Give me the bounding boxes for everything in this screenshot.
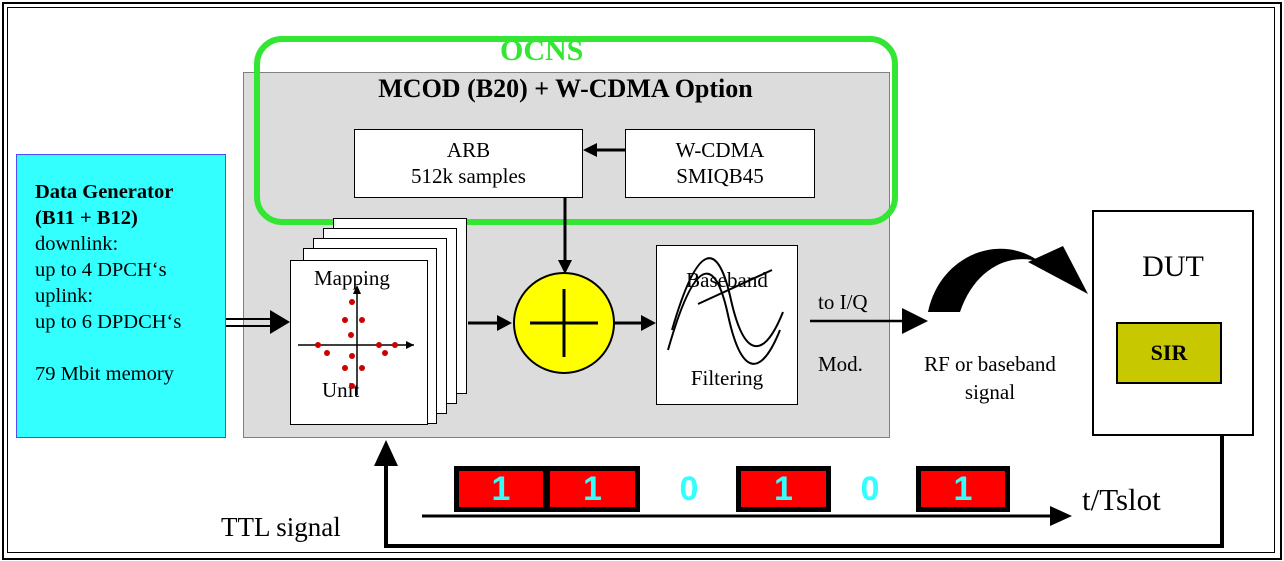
data-generator-box: Data Generator (B11 + B12) downlink: up …: [16, 154, 226, 438]
to-iq-label: to I/Q: [818, 290, 868, 314]
time-axis-arrow: [422, 506, 1072, 526]
data-generator-line: up to 6 DPDCH‘s: [35, 311, 182, 333]
data-generator-title: Data Generator: [35, 181, 174, 203]
slot-bit-2: 1: [545, 466, 640, 512]
adder-to-filter-arrow: [614, 315, 656, 331]
mapping-unit-box: [290, 260, 428, 425]
wcdma-to-arb-arrow: [583, 143, 625, 157]
sir-box: SIR: [1116, 322, 1222, 384]
ttl-arrow-head: [374, 440, 398, 466]
wcdma-box: W-CDMA SMIQB45: [625, 129, 815, 198]
filter-to-iq-arrow: [810, 308, 928, 334]
data-generator-option: (B11 + B12): [35, 207, 138, 229]
time-axis-label: t/Tslot: [1082, 482, 1161, 517]
inner-frame: [7, 7, 1275, 553]
data-generator-line: 79 Mbit memory: [35, 363, 174, 385]
data-generator-line: up to 4 DPCH‘s: [35, 259, 167, 281]
mapping-label: Mapping: [314, 266, 390, 290]
slot-bit-6: 1: [916, 466, 1010, 512]
rf-curved-arrow: [928, 246, 1088, 312]
baseband-filter-box: [656, 245, 798, 405]
wcdma-line2: SMIQB45: [676, 164, 764, 188]
filter-curve-icon: [667, 257, 784, 365]
ocns-label: OCNS: [500, 34, 584, 67]
ttl-feedback-line: [384, 436, 1224, 548]
wcdma-line1: W-CDMA: [675, 138, 765, 162]
datagen-to-mapping-arrow: [226, 310, 290, 334]
constellation-diagram: [298, 285, 414, 395]
data-generator-line: downlink:: [35, 233, 119, 255]
dut-label: DUT: [1142, 250, 1204, 283]
data-generator-line: uplink:: [35, 285, 94, 307]
ocns-outline: [254, 36, 898, 225]
filtering-label: Filtering: [690, 366, 764, 390]
mod-label: Mod.: [818, 352, 863, 376]
ttl-signal-label: TTL signal: [221, 512, 341, 542]
slot-bit-3: 0: [679, 470, 699, 508]
rf-label-line2: signal: [964, 380, 1016, 404]
mapping-to-adder-arrow: [468, 315, 512, 331]
slot-bit-5: 0: [860, 470, 880, 508]
rf-label-line1: RF or baseband: [924, 352, 1056, 376]
arb-box: ARB 512k samples: [354, 129, 583, 198]
slot-bit-4: 1: [736, 466, 831, 512]
arb-line1: ARB: [446, 138, 491, 162]
arb-line2: 512k samples: [411, 164, 526, 188]
baseband-label: Baseband: [686, 268, 768, 292]
mcod-title: MCOD (B20) + W-CDMA Option: [378, 74, 753, 103]
unit-label: Unit: [322, 378, 360, 402]
adder-icon: [513, 272, 615, 374]
arb-to-adder-arrow: [558, 198, 572, 274]
